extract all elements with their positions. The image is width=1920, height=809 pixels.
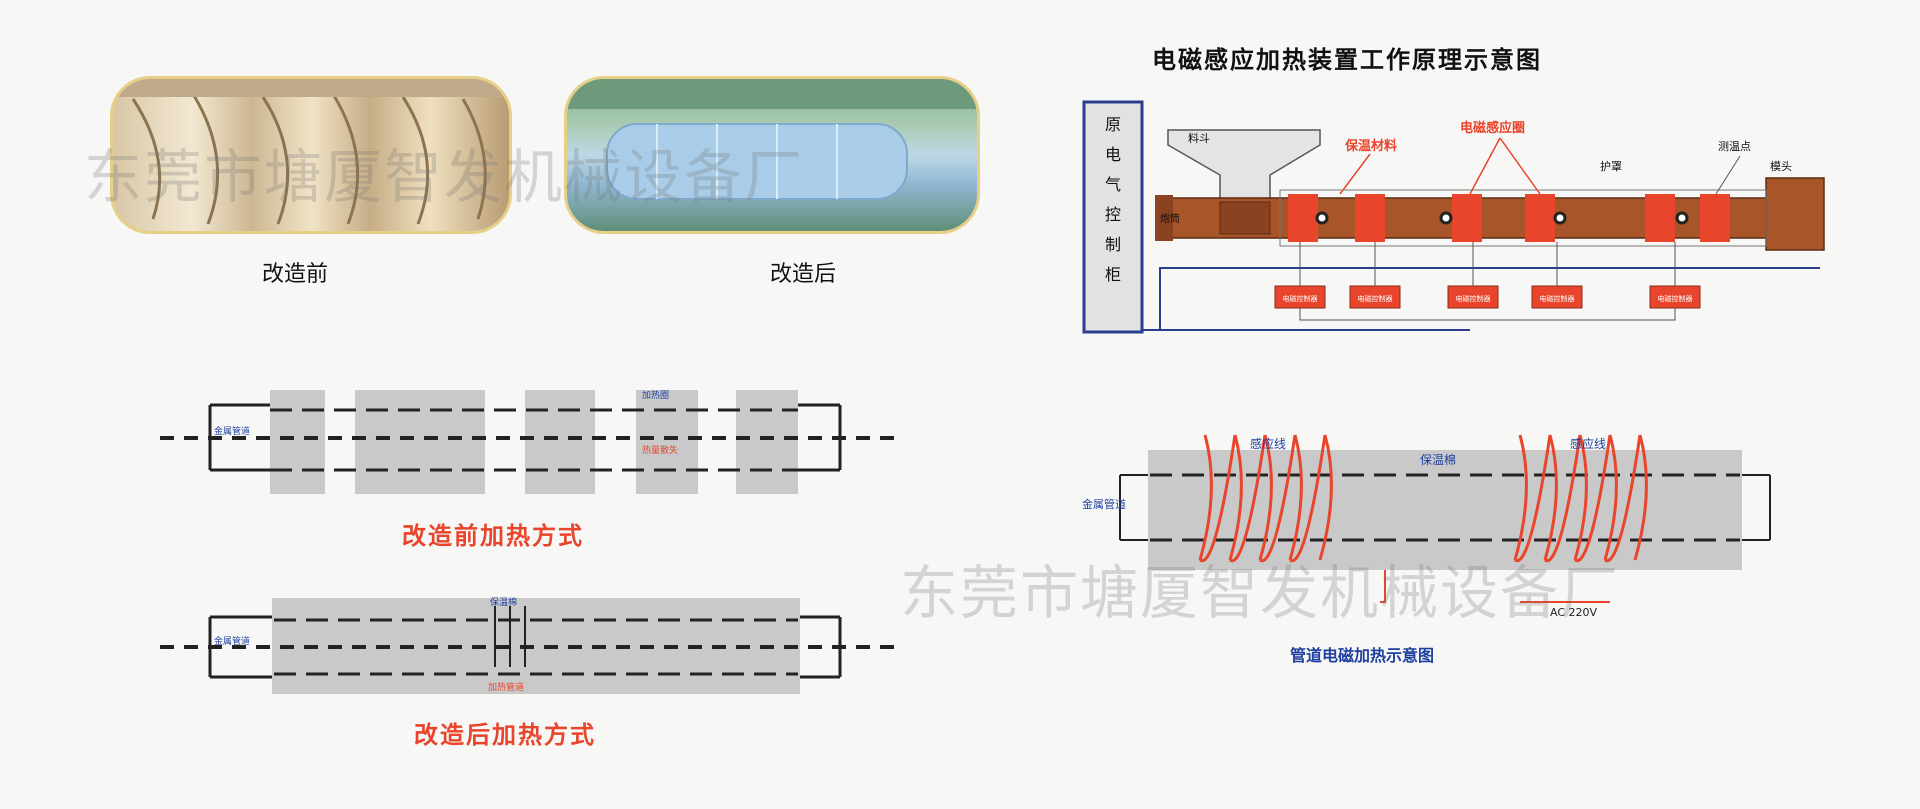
controller-label: 电磁控制器 bbox=[1658, 294, 1693, 303]
pipe-metal-label: 金属管道 bbox=[1082, 497, 1126, 511]
after-pipe-label: 金属管道 bbox=[214, 635, 250, 647]
feed-section bbox=[1220, 202, 1270, 234]
before-heating-title: 改造前加热方式 bbox=[402, 516, 584, 551]
controller-label: 电磁控制器 bbox=[1540, 294, 1575, 303]
before-caption: 改造前 bbox=[262, 256, 328, 288]
hopper-label: 料斗 bbox=[1188, 131, 1210, 145]
cabinet-label-char-4: 控 bbox=[1105, 205, 1121, 224]
after-insulation-label: 保温棉 bbox=[490, 596, 517, 608]
controllers: 电磁控制器 电磁控制器 电磁控制器 电磁控制器 电磁控制器 bbox=[1275, 286, 1700, 308]
controller-label: 电磁控制器 bbox=[1283, 294, 1318, 303]
after-heating-diagram: 金属管道 保温棉 加热管道 bbox=[150, 592, 910, 702]
controller-label: 电磁控制器 bbox=[1358, 294, 1393, 303]
coil-2 bbox=[1355, 194, 1385, 242]
after-heating-title: 改造后加热方式 bbox=[414, 715, 596, 750]
cabinet-label-char-6: 柜 bbox=[1105, 265, 1121, 284]
cover-label: 护罩 bbox=[1600, 159, 1622, 173]
heater-block-4 bbox=[636, 390, 698, 494]
heater-block-3 bbox=[525, 390, 595, 494]
wire-label-left: 感应线 bbox=[1250, 436, 1286, 451]
principle-title: 电磁感应加热装置工作原理示意图 bbox=[1152, 40, 1542, 75]
controller-label: 电磁控制器 bbox=[1456, 294, 1491, 303]
principle-diagram: 原 电 气 控 制 柜 料斗 炮筒 模头 护罩 测温点 保温材料 电磁感应圈 bbox=[1070, 90, 1850, 350]
heater-block-2 bbox=[355, 390, 485, 494]
before-flow-label: 热量散失 bbox=[642, 444, 678, 456]
before-heating-diagram: 金属管道 加热圈 热量散失 bbox=[150, 380, 910, 500]
coil-4 bbox=[1525, 194, 1555, 242]
watermark-top: 东莞市塘厦智发机械设备厂 bbox=[84, 130, 804, 214]
barrel-label: 炮筒 bbox=[1160, 212, 1180, 225]
heater-block-5 bbox=[736, 390, 798, 494]
die-label: 模头 bbox=[1770, 160, 1792, 173]
after-flow-label: 加热管道 bbox=[488, 681, 524, 693]
die-head bbox=[1766, 178, 1824, 250]
cabinet-label-char-2: 电 bbox=[1105, 145, 1121, 164]
cabinet-label-char-3: 气 bbox=[1105, 175, 1121, 194]
cabinet-label-char-5: 制 bbox=[1105, 235, 1121, 254]
after-caption: 改造后 bbox=[770, 256, 836, 288]
pipe-insulation-label: 保温棉 bbox=[1420, 453, 1456, 467]
coil-1 bbox=[1288, 194, 1318, 242]
coil-label: 电磁感应圈 bbox=[1460, 120, 1525, 136]
cabinet-label-char-1: 原 bbox=[1105, 115, 1121, 134]
watermark-bottom: 东莞市塘厦智发机械设备厂 bbox=[900, 546, 1620, 630]
coil-6 bbox=[1700, 194, 1730, 242]
heater-block-1 bbox=[270, 390, 325, 494]
insulation-label: 保温材料 bbox=[1344, 138, 1397, 154]
before-pipe-label: 金属管道 bbox=[214, 425, 250, 437]
wire-label-right: 感应线 bbox=[1570, 436, 1606, 451]
pipe-heating-title: 管道电磁加热示意图 bbox=[1290, 642, 1434, 666]
before-heating-label: 加热圈 bbox=[642, 389, 669, 401]
temp-point-label: 测温点 bbox=[1718, 140, 1751, 153]
coil-5 bbox=[1645, 194, 1675, 242]
coil-3 bbox=[1452, 194, 1482, 242]
